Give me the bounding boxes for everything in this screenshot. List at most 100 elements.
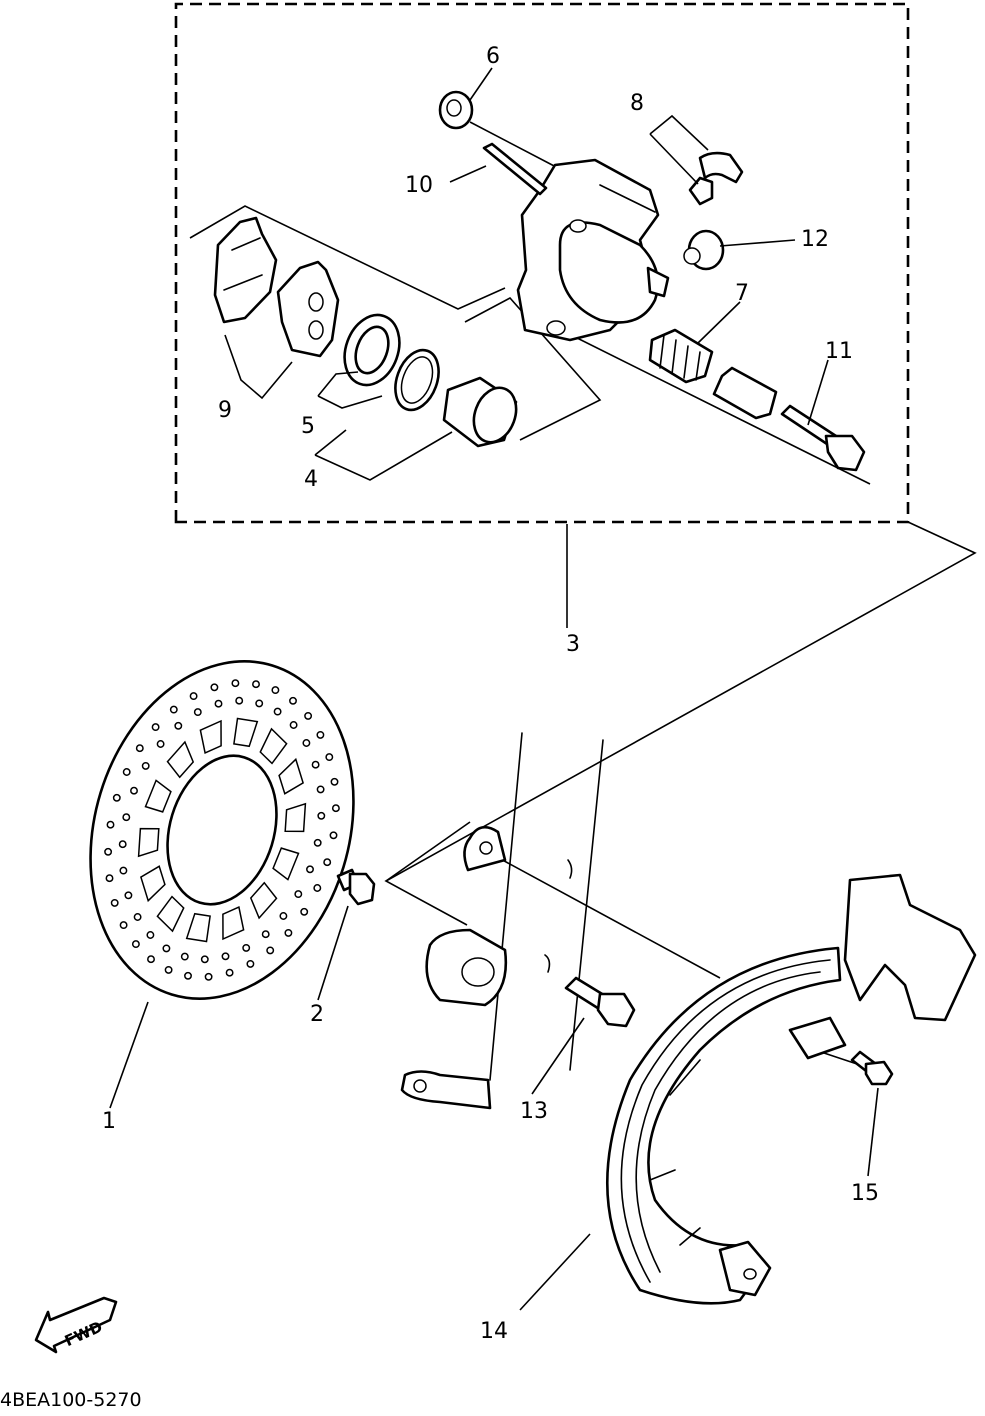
caliper-boot bbox=[683, 229, 725, 271]
disc-vent-hole bbox=[147, 955, 155, 964]
disc-vent-hole bbox=[105, 874, 114, 883]
disc-vent-hole bbox=[214, 699, 223, 708]
label-15: 15 bbox=[851, 1181, 879, 1206]
disc-vent-hole bbox=[316, 730, 325, 739]
disc-lightening-slot bbox=[272, 847, 300, 881]
disc-vent-hole bbox=[323, 858, 332, 867]
disc-vent-hole bbox=[252, 680, 260, 689]
disc-vent-hole bbox=[122, 813, 131, 822]
disc-vent-hole bbox=[221, 952, 230, 961]
disc-vent-hole bbox=[266, 946, 275, 955]
disc-vent-hole bbox=[302, 739, 311, 747]
disc-vent-hole bbox=[180, 952, 189, 961]
disc-vent-hole bbox=[306, 865, 314, 874]
piston-seals bbox=[343, 313, 440, 412]
disc-vent-hole bbox=[231, 679, 240, 688]
disc-lightening-slot bbox=[278, 757, 304, 795]
disc-vent-hole bbox=[210, 683, 219, 692]
label-8: 8 bbox=[630, 91, 644, 116]
label-10: 10 bbox=[405, 173, 433, 198]
pad-pin bbox=[482, 142, 548, 196]
disc-lightening-slot bbox=[166, 740, 195, 779]
disc-vent-hole bbox=[289, 696, 297, 705]
label-13: 13 bbox=[520, 1099, 548, 1124]
disc-vent-hole bbox=[164, 965, 173, 974]
disc-vent-hole bbox=[169, 705, 178, 714]
label-12: 12 bbox=[801, 227, 829, 252]
disc-vent-hole bbox=[162, 944, 171, 953]
disc-vent-hole bbox=[119, 921, 128, 930]
disc-vent-hole bbox=[304, 711, 313, 720]
disc-vent-hole bbox=[193, 708, 202, 717]
disc-cover bbox=[606, 873, 977, 1305]
label-leaders bbox=[109, 67, 879, 1311]
brake-pads bbox=[213, 216, 340, 358]
label-5: 5 bbox=[301, 414, 315, 439]
disc-lightening-slot bbox=[137, 827, 160, 858]
disc-lightening-slot bbox=[185, 912, 211, 943]
label-11: 11 bbox=[825, 339, 853, 364]
disc-vent-hole bbox=[106, 820, 115, 829]
disc-lightening-slot bbox=[284, 802, 307, 833]
cover-bolt bbox=[850, 1050, 894, 1086]
disc-lightening-slot bbox=[249, 881, 278, 920]
disc-vent-hole bbox=[225, 968, 234, 977]
disc-lightening-slot bbox=[222, 906, 245, 941]
fwd-arrow: FWD bbox=[34, 1296, 118, 1354]
disc-vent-hole bbox=[122, 768, 131, 776]
caliper-body bbox=[516, 158, 670, 342]
disc-vent-hole bbox=[284, 928, 293, 937]
disc-vent-hole bbox=[294, 890, 303, 899]
disc-vent-hole bbox=[330, 777, 339, 786]
disc-vent-hole bbox=[255, 699, 264, 708]
label-1: 1 bbox=[102, 1109, 116, 1134]
disc-vent-hole bbox=[118, 840, 127, 849]
label-2: 2 bbox=[310, 1002, 324, 1027]
disc-vent-hole bbox=[119, 866, 128, 875]
disc-vent-hole bbox=[313, 838, 322, 847]
label-4: 4 bbox=[304, 467, 318, 492]
disc-vent-hole bbox=[146, 931, 155, 939]
disc-vent-hole bbox=[261, 930, 270, 939]
label-3: 3 bbox=[566, 632, 580, 657]
disc-lightening-slot bbox=[144, 779, 172, 813]
disc-vent-hole bbox=[141, 761, 150, 770]
disc-lightening-slot bbox=[156, 895, 185, 933]
caliper-bolt bbox=[780, 404, 866, 472]
front-fork-leg bbox=[400, 732, 604, 1110]
disc-vent-hole bbox=[271, 686, 280, 695]
disc-vent-hole bbox=[289, 721, 298, 729]
disc-vent-hole bbox=[135, 744, 144, 753]
disc-vent-hole bbox=[110, 898, 119, 907]
caliper-assembly-box bbox=[174, 2, 910, 628]
disc-vent-hole bbox=[273, 707, 282, 716]
caliper-sleeve bbox=[712, 366, 778, 420]
disc-vent-hole bbox=[242, 943, 251, 952]
disc-vent-hole bbox=[279, 912, 288, 920]
caliper-cap bbox=[438, 90, 474, 130]
brake-disc bbox=[89, 660, 355, 1000]
disc-vent-hole bbox=[124, 891, 133, 900]
disc-vent-hole bbox=[189, 692, 198, 701]
disc-vent-hole bbox=[130, 786, 138, 795]
disc-vent-hole bbox=[184, 971, 192, 980]
disc-vent-hole bbox=[246, 959, 255, 968]
label-7: 7 bbox=[735, 281, 749, 306]
disc-lightening-slot bbox=[233, 717, 259, 748]
label-6: 6 bbox=[486, 44, 500, 69]
disc-vent-hole bbox=[131, 940, 140, 949]
disc-vent-hole bbox=[156, 740, 165, 748]
assembly-guide-lines bbox=[189, 121, 977, 1066]
disc-vent-hole bbox=[174, 721, 183, 730]
disc-vent-hole bbox=[325, 753, 334, 762]
disc-vent-hole bbox=[329, 831, 338, 840]
disc-lightening-slot bbox=[140, 865, 166, 903]
disc-vent-hole bbox=[104, 847, 113, 856]
disc-vent-hole bbox=[235, 696, 244, 705]
disc-bolt bbox=[336, 868, 376, 906]
disc-vent-hole bbox=[317, 811, 326, 820]
disc-vent-hole bbox=[311, 760, 320, 769]
label-14: 14 bbox=[480, 1319, 508, 1344]
disc-lightening-slot bbox=[199, 719, 222, 754]
